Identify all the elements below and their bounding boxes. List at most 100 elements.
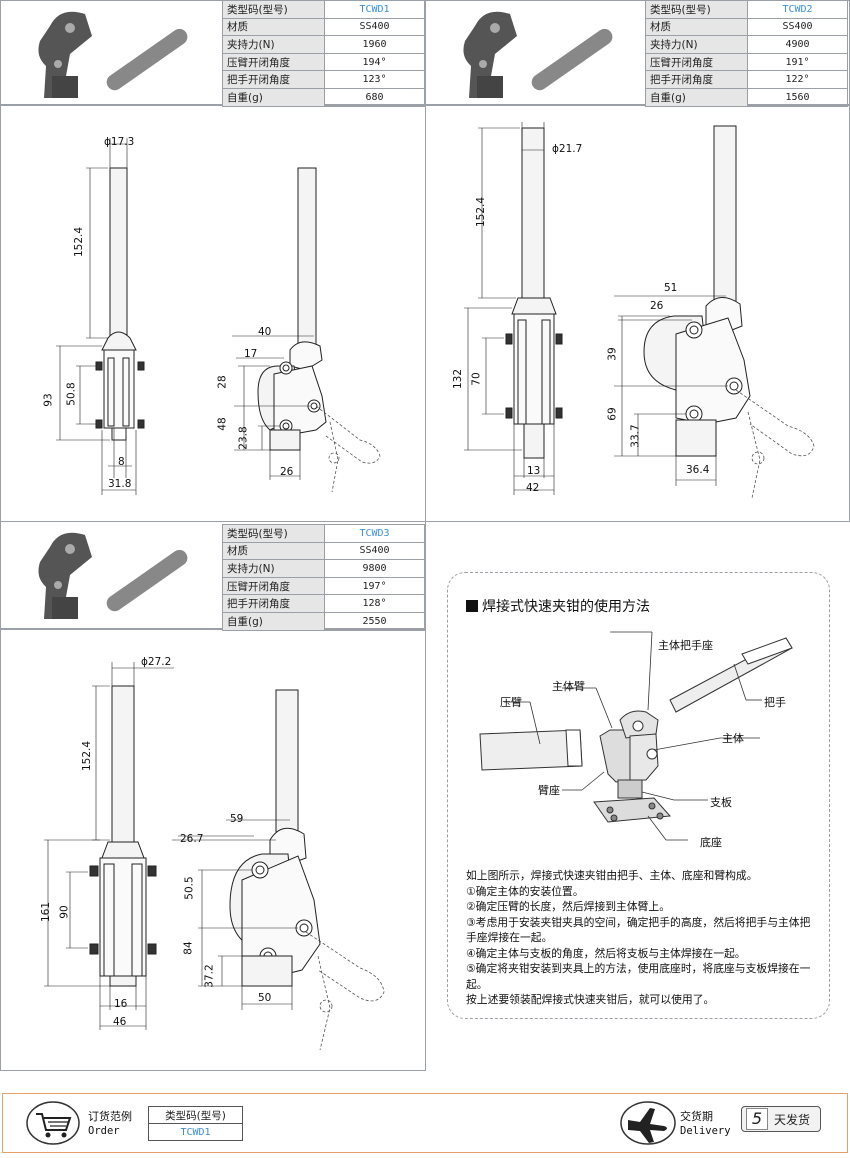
value-material: SS400 <box>324 541 425 561</box>
dim-hole: 70 <box>470 372 483 386</box>
dim-width-inner: 16 <box>114 998 128 1010</box>
callout-plate: 支板 <box>710 796 732 809</box>
value-model: TCWD2 <box>747 0 848 19</box>
dim-diameter: ϕ17.3 <box>104 136 135 148</box>
label-handle-angle: 把手开闭角度 <box>222 594 325 613</box>
dim-e: 33.7 <box>629 424 642 448</box>
assembly-diagram <box>479 631 793 841</box>
dim-c: 28 <box>216 375 229 389</box>
value-model: TCWD1 <box>324 0 425 19</box>
dim-length: 152.4 <box>73 226 86 258</box>
value-weight: 1560 <box>747 87 848 107</box>
label-weight: 自重(g) <box>645 87 748 107</box>
value-arm-angle: 197° <box>324 576 425 596</box>
order-label: 订货范例 Order <box>88 1110 132 1138</box>
usage-panel <box>447 572 830 1019</box>
square-bullet-icon <box>466 600 478 612</box>
value-material: SS400 <box>324 17 425 37</box>
header-divider-3 <box>0 628 426 630</box>
value-model: TCWD3 <box>324 524 425 543</box>
label-force: 夹持力(N) <box>645 35 748 54</box>
label-material: 材质 <box>645 17 748 37</box>
side-view-drawing-3 <box>172 689 385 1051</box>
label-arm-angle: 压臂开闭角度 <box>645 52 748 72</box>
clamp-thumbnail-1 <box>38 11 188 98</box>
order-label-en: Order <box>88 1125 120 1137</box>
dim-width-outer: 31.8 <box>108 478 132 490</box>
label-arm-angle: 压臂开闭角度 <box>222 52 325 72</box>
delivery-label-en: Delivery <box>680 1125 731 1137</box>
front-view-drawing-1 <box>56 138 145 495</box>
callout-handle: 把手 <box>764 696 786 709</box>
value-force: 9800 <box>324 559 425 578</box>
order-footer <box>2 1093 848 1153</box>
dim-d: 84 <box>182 941 195 955</box>
callout-base-handle: 主体把手座 <box>658 639 713 652</box>
label-weight: 自重(g) <box>222 611 325 631</box>
dim-d: 69 <box>606 407 619 421</box>
front-view-drawing-3 <box>44 662 174 1030</box>
dim-width-outer: 42 <box>526 482 540 494</box>
dim-width-inner: 8 <box>118 456 125 468</box>
usage-line: ④确定主体与支板的角度，然后将支板与主体焊接在一起。 <box>466 946 746 960</box>
dim-b: 17 <box>244 348 258 360</box>
dim-e: 23.8 <box>237 426 250 450</box>
callout-body: 主体 <box>722 732 744 745</box>
dim-hole: 90 <box>58 905 71 919</box>
shopping-cart-icon <box>26 1101 80 1145</box>
label-handle-angle: 把手开闭角度 <box>222 70 325 89</box>
value-force: 1960 <box>324 35 425 54</box>
order-model: TCWD1 <box>148 1123 243 1141</box>
delivery-label: 交货期 Delivery <box>680 1110 731 1138</box>
usage-line: 如上图所示，焊接式快速夹钳由把手、主体、底座和臂构成。 <box>466 869 758 882</box>
clamp-thumbnail-2 <box>463 11 613 98</box>
label-handle-angle: 把手开闭角度 <box>645 70 748 89</box>
delivery-days-label: 天发货 <box>774 1112 811 1127</box>
dim-height: 161 <box>40 901 53 923</box>
usage-line: ⑤确定将夹钳安装到夹具上的方法，使用底座时，将底座与支板焊接在一起。 <box>466 962 811 991</box>
side-view-drawing-2 <box>614 125 815 499</box>
label-force: 夹持力(N) <box>222 559 325 578</box>
label-model: 类型码(型号) <box>645 0 748 19</box>
airplane-icon <box>620 1101 676 1145</box>
dim-f: 26 <box>280 466 294 478</box>
label-material: 材质 <box>222 17 325 37</box>
delivery-days-badge: 5 天发货 <box>741 1106 821 1132</box>
value-arm-angle: 194° <box>324 52 425 72</box>
label-model: 类型码(型号) <box>222 524 325 543</box>
dim-height: 132 <box>452 368 465 390</box>
value-handle-angle: 128° <box>324 594 425 613</box>
value-force: 4900 <box>747 35 848 54</box>
dim-width-outer: 46 <box>113 1016 127 1028</box>
order-label-cn: 订货范例 <box>88 1110 132 1123</box>
clamp-thumbnail-3 <box>38 532 188 619</box>
callout-arm-seat: 臂座 <box>538 784 560 797</box>
value-handle-angle: 123° <box>324 70 425 89</box>
dim-hole: 50.8 <box>65 382 78 406</box>
dim-a: 40 <box>258 326 272 338</box>
dim-c: 50.5 <box>183 876 196 900</box>
dim-a: 59 <box>230 813 244 825</box>
dim-d: 48 <box>216 417 229 431</box>
callout-arm: 压臂 <box>500 696 522 709</box>
callout-base: 底座 <box>700 836 722 849</box>
delivery-label-cn: 交货期 <box>680 1110 713 1123</box>
order-header: 类型码(型号) <box>148 1106 243 1124</box>
front-view-drawing-2 <box>464 122 563 495</box>
label-model: 类型码(型号) <box>222 0 325 19</box>
order-example-table: 类型码(型号) TCWD1 <box>148 1106 243 1141</box>
label-weight: 自重(g) <box>222 87 325 107</box>
usage-line: 按上述要领装配焊接式快速夹钳后，就可以使用了。 <box>466 993 715 1006</box>
value-weight: 680 <box>324 87 425 107</box>
usage-title: 焊接式快速夹钳的使用方法 <box>466 596 650 616</box>
callout-main-arm: 主体臂 <box>552 680 585 693</box>
dim-height: 93 <box>42 393 55 407</box>
dim-b: 26.7 <box>180 833 204 845</box>
label-force: 夹持力(N) <box>222 35 325 54</box>
dim-length: 152.4 <box>475 196 488 228</box>
dim-f: 50 <box>258 992 272 1004</box>
dim-diameter: ϕ21.7 <box>552 143 583 155</box>
